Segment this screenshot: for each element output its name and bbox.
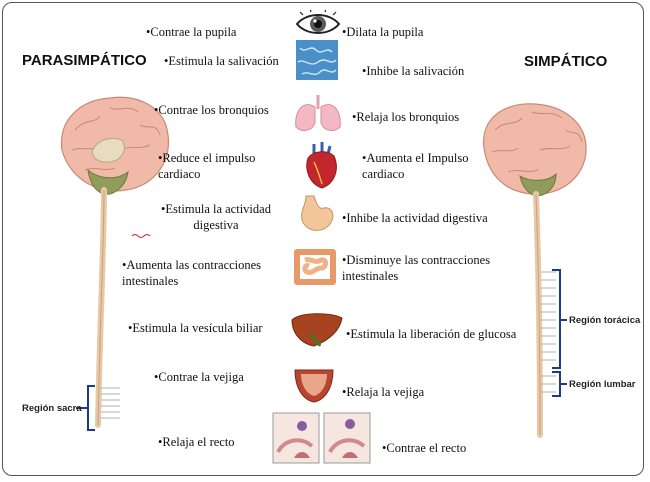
symp-label-pupil: •Dilata la pupila <box>342 25 424 39</box>
bladder-icon <box>294 369 334 403</box>
liver-icon <box>291 313 343 347</box>
symp-label-digestion: •Inhibe la actividad digestiva <box>342 211 488 225</box>
heart-icon <box>306 142 337 189</box>
para-label-pupil: •Contrae la pupila <box>146 25 237 39</box>
stomach-icon <box>301 195 334 231</box>
parasympathetic-title: PARASIMPÁTICO <box>22 52 147 69</box>
symp-label-heart: •Aumenta el Impulso cardiaco <box>362 151 469 181</box>
para-label-intestine: •Aumenta las contracciones intestinales <box>122 258 262 288</box>
salivary-icon <box>296 40 338 80</box>
symp-label-bladder: •Relaja la vejiga <box>342 385 425 399</box>
eye-icon <box>295 10 341 34</box>
para-label-rectum: •Relaja el recto <box>158 435 235 449</box>
slide-frame <box>2 2 644 476</box>
left-brain <box>60 96 170 431</box>
symp-label-bronchi: •Relaja los bronquios <box>352 110 460 124</box>
rectum-icon <box>272 412 371 464</box>
para-label-salivation: •Estimula la salivación <box>164 54 279 68</box>
symp-label-salivation: •Inhibe la salivación <box>362 64 465 78</box>
symp-label-intestine: •Disminuye las contracciones intestinale… <box>342 253 491 283</box>
para-label-gallbladder: •Estimula la vesícula biliar <box>128 321 263 335</box>
para-label-bladder: •Contrae la vejiga <box>154 370 244 384</box>
lungs-icon <box>295 95 341 131</box>
right-brain <box>483 103 587 438</box>
symp-label-glucose: •Estimula la liberación de glucosa <box>346 327 517 341</box>
region-lumbar-label: Región lumbar <box>569 379 636 390</box>
intestine-icon <box>294 249 336 285</box>
region-sacral-label: Región sacra <box>22 403 82 414</box>
para-label-digestion: •Estimula la actividad digestiva <box>161 202 271 232</box>
symp-label-rectum: •Contrae el recto <box>382 441 467 455</box>
para-label-bronchi: •Contrae los bronquios <box>154 103 269 117</box>
para-label-heart: •Reduce el impulso cardiaco <box>158 151 256 181</box>
sympathetic-title: SIMPÁTICO <box>524 53 608 70</box>
region-thoracic-label: Región torácica <box>569 315 641 326</box>
